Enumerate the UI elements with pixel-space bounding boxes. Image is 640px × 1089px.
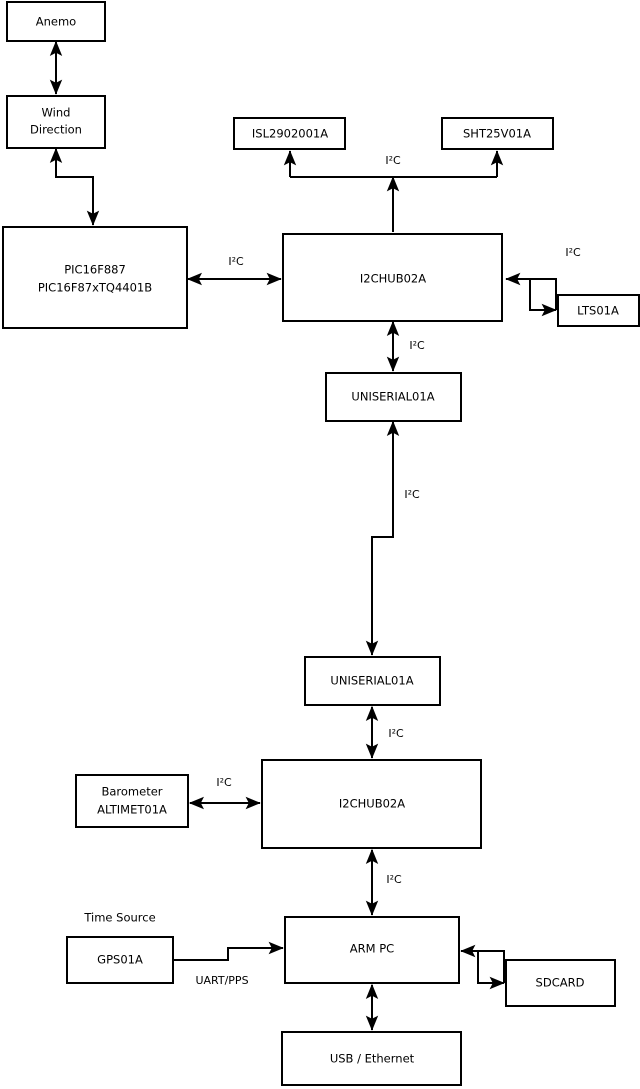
node-isl2902001a[interactable]: ISL2902001A: [233, 117, 346, 150]
node-usb-ethernet-label: USB / Ethernet: [330, 1052, 415, 1066]
node-anemo-label: Anemo: [36, 15, 76, 29]
node-isl2902001a-label: ISL2902001A: [252, 127, 328, 141]
node-pic-mcu[interactable]: PIC16F887 PIC16F87xTQ4401B: [2, 226, 188, 329]
node-gps01a[interactable]: GPS01A: [66, 936, 174, 984]
node-barometer-label-line1: Barometer: [101, 785, 162, 799]
edge-label-barometer-hubbot: I²C: [216, 776, 232, 789]
edge-label-uniserialbot-hubbot: I²C: [388, 727, 404, 740]
node-lts01a[interactable]: LTS01A: [557, 294, 640, 327]
node-uniserial01a-top[interactable]: UNISERIAL01A: [325, 372, 462, 422]
node-barometer-box[interactable]: [75, 774, 189, 828]
node-usb-ethernet[interactable]: USB / Ethernet: [281, 1031, 462, 1086]
node-uniserial01a-bottom-box[interactable]: [304, 656, 441, 706]
node-sht25v01a[interactable]: SHT25V01A: [441, 117, 554, 150]
edge-label-hubtop-uniserialtop: I²C: [409, 339, 425, 352]
node-anemo-box[interactable]: [6, 1, 106, 42]
edge-label-gps-armpc: UART/PPS: [195, 974, 248, 987]
node-uniserial01a-bottom-label: UNISERIAL01A: [330, 674, 413, 688]
connector-armpc-to-sdcard: [477, 951, 505, 990]
node-sdcard-box[interactable]: [505, 959, 616, 1007]
node-arm-pc-box[interactable]: [284, 916, 460, 984]
node-i2chub02a-bottom-label: I2CHUB02A: [339, 797, 405, 811]
node-arm-pc[interactable]: ARM PC: [284, 916, 460, 984]
node-arm-pc-label: ARM PC: [350, 942, 394, 956]
node-uniserial01a-top-label: UNISERIAL01A: [351, 390, 434, 404]
label-time-source: Time Source: [83, 911, 155, 925]
node-gps01a-label: GPS01A: [97, 953, 143, 967]
node-pic-mcu-label-line1: PIC16F887: [64, 263, 126, 277]
node-pic-mcu-box[interactable]: [2, 226, 188, 329]
node-wind-direction-label-line2: Direction: [30, 123, 82, 137]
node-sdcard[interactable]: SDCARD: [505, 959, 616, 1007]
node-lts01a-label: LTS01A: [577, 304, 619, 318]
connector-hubtop-to-lts: [529, 279, 557, 317]
edge-label-hubbot-armpc: I²C: [386, 873, 402, 886]
node-wind-direction-box[interactable]: [6, 95, 106, 149]
node-isl2902001a-box[interactable]: [233, 117, 346, 150]
connector-sdcard-to-armpc: [460, 944, 505, 983]
node-i2chub02a-top[interactable]: I2CHUB02A: [282, 233, 503, 322]
node-pic-mcu-label-line2: PIC16F87xTQ4401B: [38, 281, 152, 295]
node-uniserial01a-top-box[interactable]: [325, 372, 462, 422]
node-sdcard-label: SDCARD: [536, 976, 585, 990]
node-usb-ethernet-box[interactable]: [281, 1031, 462, 1086]
connector-uniserial-link: [365, 420, 400, 656]
node-wind-direction-label-line1: Wind: [42, 106, 71, 120]
node-uniserial01a-bottom[interactable]: UNISERIAL01A: [304, 656, 441, 706]
node-sht25v01a-box[interactable]: [441, 117, 554, 150]
connector-wind-pic: [49, 147, 100, 226]
edge-label-hubtop-lts: I²C: [565, 246, 581, 259]
node-sht25v01a-label: SHT25V01A: [463, 127, 531, 141]
node-i2chub02a-bottom[interactable]: I2CHUB02A: [261, 759, 482, 849]
node-i2chub02a-top-box[interactable]: [282, 233, 503, 322]
node-i2chub02a-top-label: I2CHUB02A: [360, 272, 426, 286]
node-gps01a-box[interactable]: [66, 936, 174, 984]
edge-label-hubtop-sensors: I²C: [385, 154, 401, 167]
node-barometer[interactable]: Barometer ALTIMET01A: [75, 774, 189, 828]
edge-label-uniserial-link: I²C: [404, 488, 420, 501]
connector-gps-armpc: [174, 941, 284, 961]
node-wind-direction[interactable]: Wind Direction: [6, 95, 106, 149]
node-lts01a-box[interactable]: [557, 294, 640, 327]
node-anemo[interactable]: Anemo: [6, 1, 106, 42]
connector-lts-to-hubtop: [505, 272, 557, 310]
edge-label-pic-hubtop: I²C: [228, 255, 244, 268]
node-barometer-label-line2: ALTIMET01A: [97, 803, 167, 817]
node-i2chub02a-bottom-box[interactable]: [261, 759, 482, 849]
